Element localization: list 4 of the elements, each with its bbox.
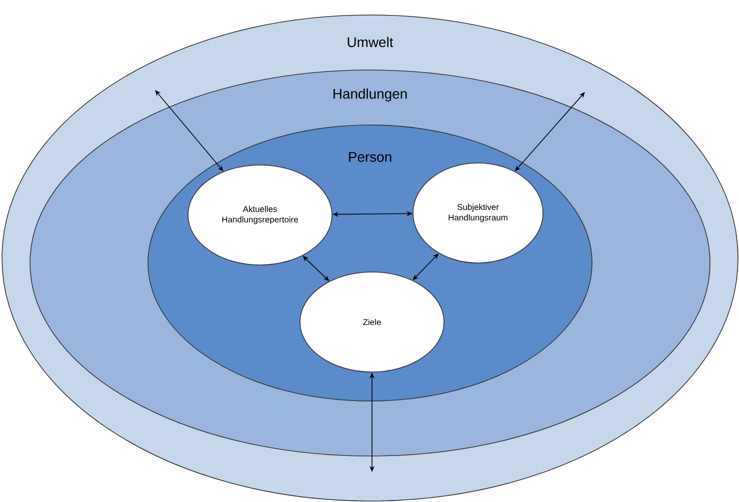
ellipse-node: Subjektiver Handlungsraum: [412, 162, 544, 264]
ellipse-node: Ziele: [300, 272, 444, 372]
arrow: [155, 90, 224, 172]
ellipse-node: Aktuelles Handlungsrepertoire: [188, 164, 332, 266]
